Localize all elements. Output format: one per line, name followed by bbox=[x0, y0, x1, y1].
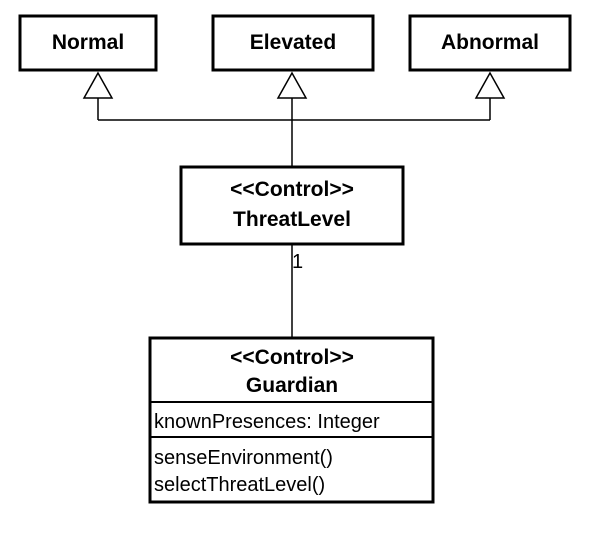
class-normal: Normal bbox=[18, 14, 158, 72]
guardian-operation: senseEnvironment() bbox=[154, 447, 333, 469]
class-threat-level-name: ThreatLevel bbox=[233, 208, 351, 231]
class-guardian-name: Guardian bbox=[246, 374, 338, 397]
class-elevated-box bbox=[211, 14, 375, 72]
class-elevated-name: Elevated bbox=[250, 31, 336, 54]
generalization-connectors bbox=[97, 98, 491, 167]
inheritance-arrowhead-abnormal bbox=[474, 71, 506, 99]
inheritance-arrowhead-normal bbox=[82, 71, 114, 99]
multiplicity-label: 1 bbox=[292, 251, 303, 273]
guardian-operation: selectThreatLevel() bbox=[154, 474, 325, 496]
class-threat-level-box bbox=[179, 165, 405, 246]
class-abnormal: Abnormal bbox=[408, 14, 572, 72]
class-threat-level: <<Control>> ThreatLevel bbox=[179, 165, 405, 246]
class-threat-level-stereotype: <<Control>> bbox=[230, 178, 354, 201]
class-elevated: Elevated bbox=[211, 14, 375, 72]
class-abnormal-name: Abnormal bbox=[441, 31, 539, 54]
guardian-attribute: knownPresences: Integer bbox=[154, 411, 380, 433]
class-abnormal-box bbox=[408, 14, 572, 72]
class-normal-box bbox=[18, 14, 158, 72]
inheritance-arrowhead-elevated bbox=[276, 71, 308, 99]
class-guardian-box bbox=[148, 336, 435, 504]
class-guardian: <<Control>> Guardian knownPresences: Int… bbox=[148, 336, 435, 504]
class-normal-name: Normal bbox=[52, 31, 124, 54]
class-guardian-stereotype: <<Control>> bbox=[230, 346, 354, 369]
